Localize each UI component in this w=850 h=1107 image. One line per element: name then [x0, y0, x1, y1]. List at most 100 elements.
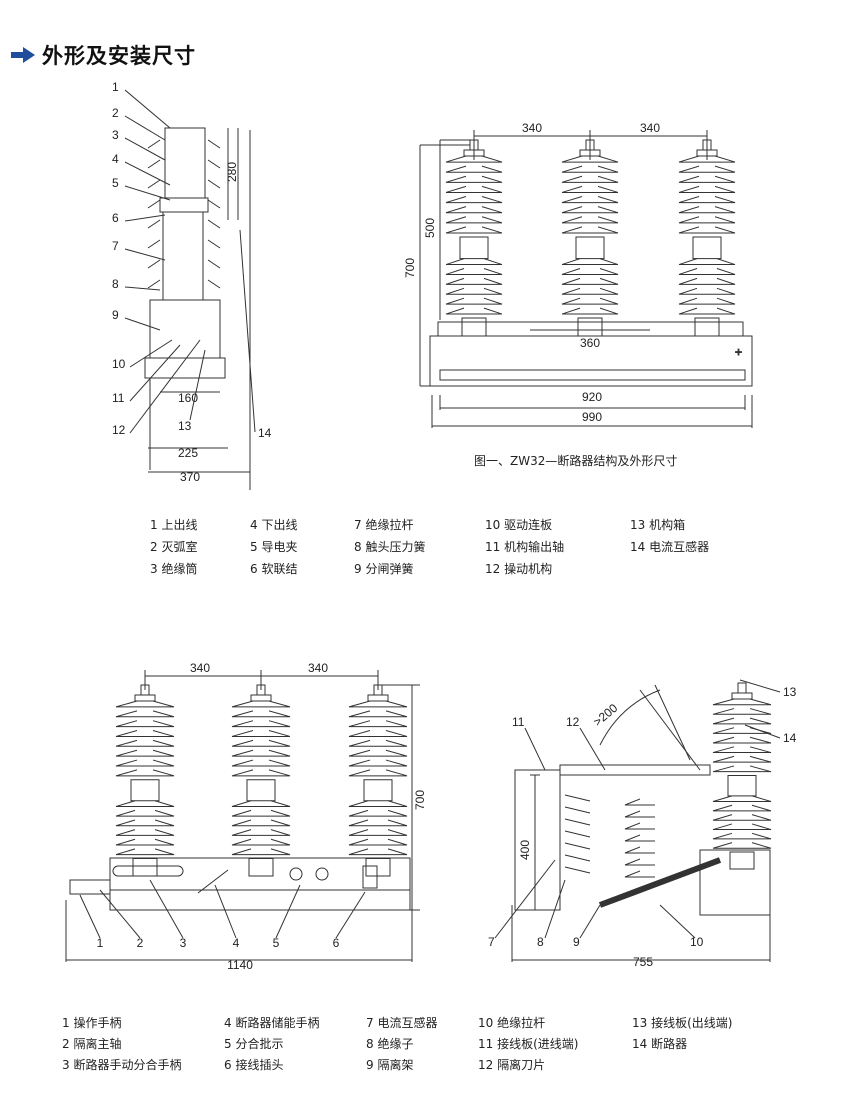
legend-item: 12 操动机构 [485, 562, 553, 576]
fig3-pole-1-shed [115, 800, 175, 808]
fig4-breaker-shed [712, 698, 772, 706]
fig2-pole-2-shed [561, 196, 619, 204]
fig4-insulator-shed [564, 842, 655, 854]
legend-item: 10 驱动连板 [485, 518, 553, 532]
fig3-pole-3-cap [367, 694, 389, 702]
legend-item: 1 操作手柄 [62, 1016, 122, 1030]
fig4-label-11: 11 [512, 715, 525, 729]
fig3-dim-340b: 340 [308, 661, 328, 675]
fig2-dim-920: 920 [582, 390, 602, 404]
legend-item: 4 断路器储能手柄 [224, 1016, 320, 1030]
fig1-label-11: 11 [112, 391, 125, 405]
fig3-pole-3-flange [363, 779, 393, 802]
fig1-shed [147, 239, 221, 249]
fig3-pole-1-shed [115, 710, 175, 718]
fig3-pole-1-shed [115, 749, 175, 757]
fig1-shed [147, 259, 221, 269]
fig3-pole-2-shed [231, 730, 291, 737]
leader-line [659, 904, 696, 939]
fig1-shed [147, 179, 221, 189]
fig4-label-14: 14 [783, 731, 797, 745]
legend-item: 8 绝缘子 [366, 1037, 414, 1051]
fig4-breaker-terminal [737, 682, 747, 694]
fig2-pole-2-shed [561, 226, 619, 234]
fig1-shed [147, 159, 221, 169]
fig3-dim-340a: 340 [190, 661, 210, 675]
leader-line [79, 894, 101, 939]
fig1-dim-160: 160 [178, 391, 198, 405]
fig4-label-12: 12 [566, 715, 580, 729]
legend-item: 6 接线插头 [224, 1058, 284, 1072]
leader-line [149, 879, 184, 939]
legend-item: 11 接线板(进线端) [478, 1037, 579, 1051]
fig4-dim-755: 755 [633, 955, 653, 969]
fig3-pole-2-shed [231, 720, 291, 728]
fig3-pole-1-cap [134, 694, 156, 702]
fig3-operating-handle [69, 879, 111, 895]
leader-line [124, 89, 171, 129]
fig4-insulator-shed [564, 854, 655, 866]
fig1-shed [147, 219, 221, 229]
fig1-label-13: 13 [178, 419, 192, 433]
fig3-pole-1-shed [115, 739, 175, 747]
fig3-pole-1-shed [115, 759, 175, 767]
figure2-front-view: 340 340 500 700 360 920 990 [403, 121, 660, 424]
figure1-side-view: 1 2 3 4 5 6 7 8 9 10 11 12 13 14 280 160… [112, 80, 272, 484]
legend-item: 2 隔离主轴 [62, 1037, 122, 1051]
fig4-breaker-shed [712, 795, 772, 803]
fig4-breaker-shed [712, 755, 772, 763]
fig2-pole-3-shed [678, 287, 736, 295]
fig2-pole-2-shed [561, 185, 619, 193]
fig4-breaker-shed [712, 765, 772, 773]
fig2-pole-2-shed [561, 206, 619, 214]
fig3-pole-2-shed [231, 769, 291, 777]
fig4-breaker-shed [712, 804, 772, 812]
legend-item: 4 下出线 [250, 518, 298, 532]
legend-item: 5 分合批示 [224, 1037, 284, 1051]
legend-item: 6 软联结 [250, 562, 298, 576]
legend-item: 5 导电夹 [250, 540, 298, 554]
fig2-pole-3-shed [678, 175, 736, 183]
fig2-pole-3-shed [678, 155, 736, 163]
fig4-blade-open [654, 684, 691, 761]
fig2-pole-2-base [577, 317, 603, 337]
fig2-pole-3-shed [678, 216, 736, 224]
fig2-pole-3-shed [678, 277, 736, 285]
fig2-pole-1-shed [445, 165, 503, 173]
fig1-base [144, 357, 226, 379]
fig3-manual-handle [112, 865, 184, 877]
fig2-pole-1-flange [459, 236, 489, 260]
legend-item: 7 绝缘拉杆 [354, 518, 414, 532]
fig2-pole-2-shed [561, 268, 619, 275]
leader-line [524, 727, 546, 771]
legend-item: 14 电流互感器 [630, 540, 710, 554]
fig3-pole-2-shed [231, 739, 291, 747]
fig4-insulator-shed [564, 806, 655, 818]
fig1-label-4: 4 [112, 152, 119, 166]
arrow-right-icon [11, 47, 35, 63]
fig3-pole-3-shed [348, 749, 408, 757]
fig1-dim-280: 280 [225, 162, 239, 182]
fig1-label-6: 6 [112, 211, 119, 225]
fig1-label-8: 8 [112, 277, 119, 291]
fig2-pole-3-shed [678, 226, 736, 234]
fig2-pole-3-shed [678, 258, 736, 266]
legend-item: 3 断路器手动分合手柄 [62, 1058, 182, 1072]
fig2-pole-2-shed [561, 165, 619, 173]
legend-item: 2 灭弧室 [150, 540, 198, 554]
fig4-cabinet [699, 849, 771, 916]
leader-line [124, 115, 166, 141]
leader-line [494, 859, 556, 939]
leader-line [124, 214, 166, 222]
fig3-pole-3-shed [348, 739, 408, 747]
figure3-front-view: 340 340 700 1 2 3 4 5 6 1140 [97, 661, 427, 972]
legend-item: 1 上出线 [150, 518, 198, 532]
fig4-breaker-shed [712, 842, 772, 849]
fig3-pole-2-cap [250, 694, 272, 702]
fig2-pole-1-shed [445, 307, 503, 315]
leader-line [129, 344, 181, 402]
fig3-pole-3-shed [348, 829, 408, 836]
fig2-pole-1-shed [445, 155, 503, 163]
fig3-pole-1-shed [115, 838, 175, 846]
fig3-pole-3-shed [348, 769, 408, 777]
